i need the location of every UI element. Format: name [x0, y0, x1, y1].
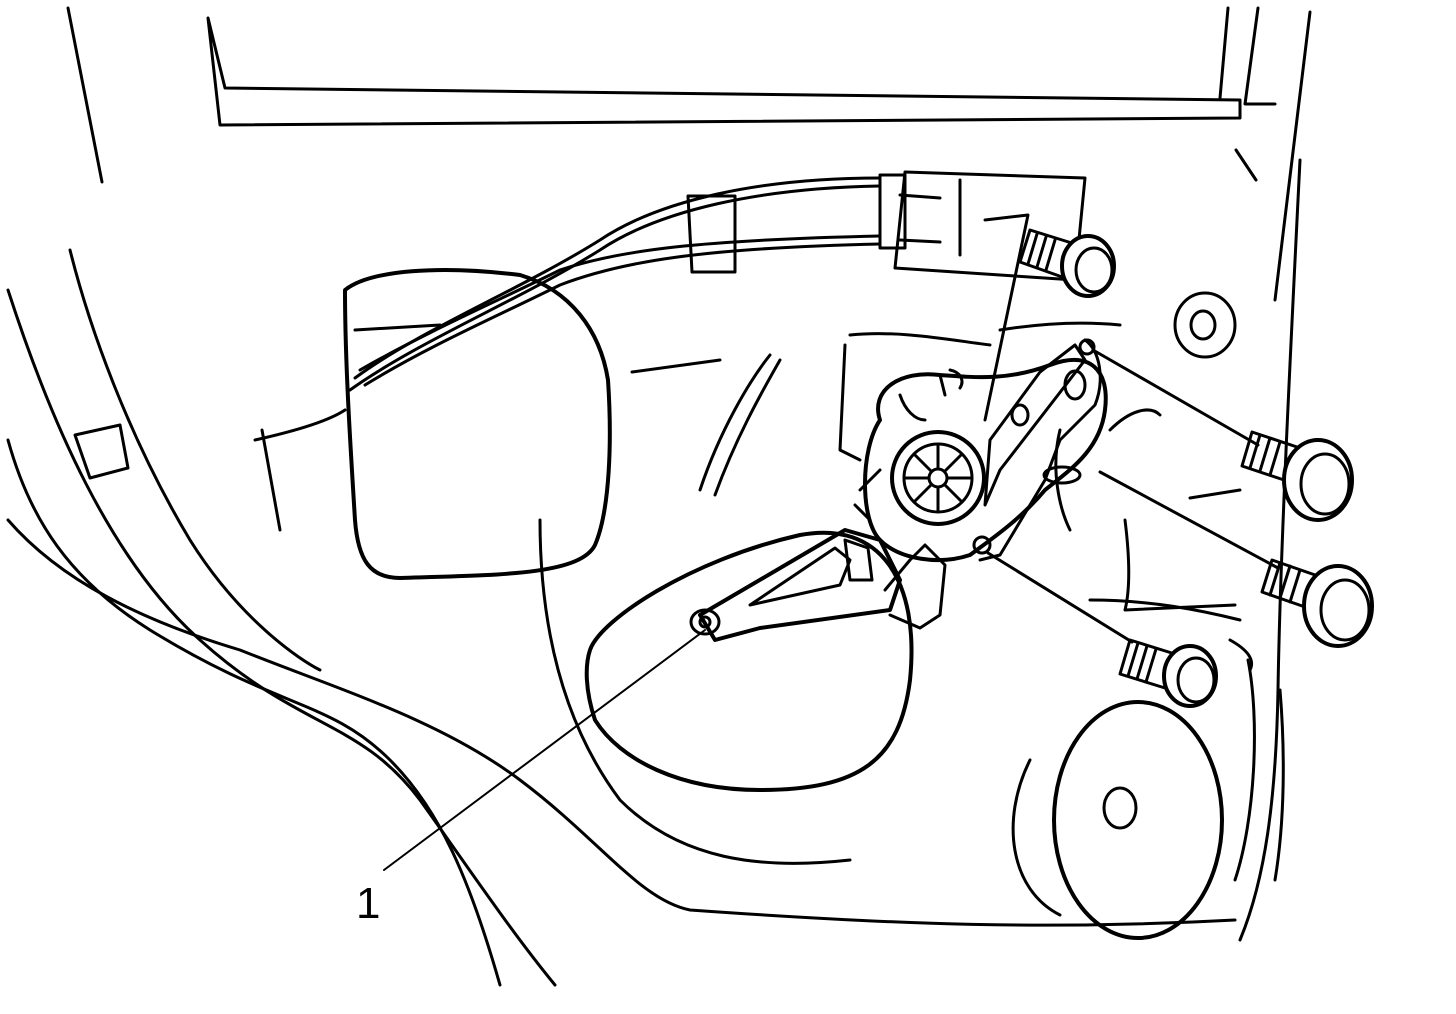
- speaker: [1011, 638, 1256, 940]
- regulator-motor: [853, 213, 1108, 562]
- bolt-right-lower: [1260, 558, 1374, 648]
- door-outline: [6, 6, 1302, 987]
- window-frame: [206, 6, 1312, 302]
- callout-1-label: 1: [356, 879, 380, 928]
- panel-openings: [343, 268, 1242, 865]
- bolt-top: [1018, 228, 1116, 298]
- callout-1: 1: [356, 629, 706, 928]
- wiring-harness: [348, 170, 1087, 392]
- callout-1-leader: [383, 629, 706, 871]
- bolt-bottom: [1118, 638, 1218, 708]
- regulator-arm: [689, 528, 947, 642]
- bolt-right-upper: [1240, 430, 1354, 522]
- bolt-alignment-lines: [986, 348, 1280, 644]
- motor-rotor-spokes: [904, 444, 972, 512]
